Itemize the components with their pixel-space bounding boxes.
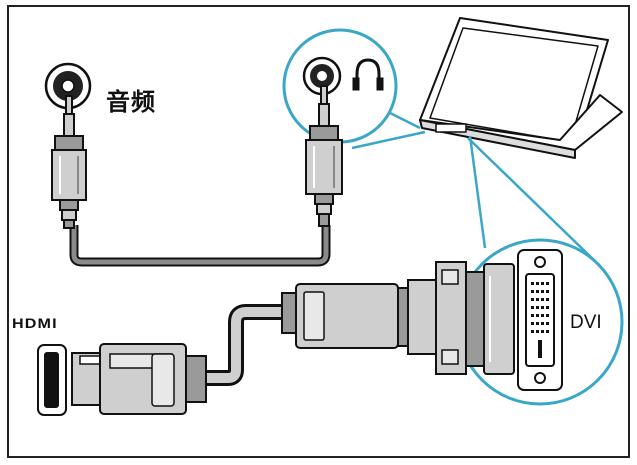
diagram-frame — [7, 5, 630, 458]
audio-label: 音频 — [106, 88, 156, 116]
dvi-port-icon — [517, 249, 563, 391]
dvi-plug — [281, 261, 515, 375]
hdmi-plug — [71, 343, 207, 415]
audio-jack-icon — [302, 56, 342, 96]
audio-plug-left — [51, 95, 87, 229]
hdmi-port-icon — [37, 344, 67, 416]
audio-plug-right — [305, 85, 343, 227]
hdmi-dvi-cable — [205, 304, 282, 386]
laptop-icon — [419, 17, 623, 159]
dvi-label: DVI — [570, 312, 602, 333]
headphones-icon — [352, 58, 384, 91]
audio-cable — [69, 225, 331, 267]
hdmi-label: HDMI — [12, 315, 58, 331]
